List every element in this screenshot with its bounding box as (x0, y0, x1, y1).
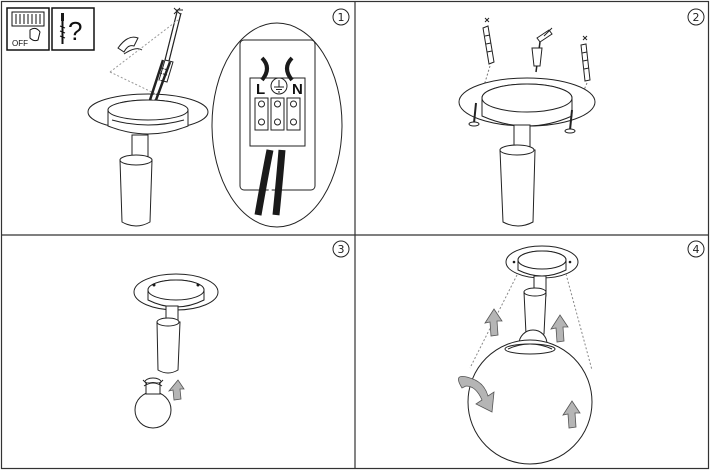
screw-icon (468, 102, 576, 134)
terminal-block-icon: L N (211, 22, 343, 228)
step-number-3: 3 (332, 240, 350, 258)
lamp-cables (148, 59, 172, 101)
step-number-2: 2 (687, 8, 705, 26)
step-number-4: 4 (687, 240, 705, 258)
rotate-arrow-icon (458, 375, 495, 413)
off-label: OFF (12, 39, 28, 48)
lamp-canopy-2 (458, 77, 596, 127)
terminal-wires (254, 56, 294, 216)
wall-plug-icon (475, 17, 591, 119)
spot-body (119, 134, 153, 227)
wire-stripper-icon (109, 19, 179, 97)
drill-bit-icon (531, 27, 553, 73)
screwdriver-icon (158, 7, 183, 83)
bulb-icon (134, 377, 172, 429)
step-1-panel: 1 OFF ? (6, 7, 350, 228)
spot-body-2 (499, 124, 536, 227)
question-mark: ? (68, 16, 82, 46)
neutral-label: N (292, 81, 303, 98)
globe-shade-icon (467, 339, 593, 465)
spot-body-3 (156, 305, 181, 374)
up-arrow-icon (167, 379, 185, 401)
step-2-panel: 2 (458, 8, 705, 227)
lamp-canopy-4 (505, 245, 579, 279)
earth-symbol-icon (270, 77, 288, 95)
step-number-2-text: 2 (693, 11, 700, 24)
step-number-1: 1 (332, 8, 350, 26)
drill-question-icon: ? (51, 7, 95, 51)
step-number-3-text: 3 (338, 243, 345, 256)
lamp-canopy-3 (133, 273, 219, 311)
step-3-panel: 3 (133, 240, 350, 429)
step-4-panel: 4 (458, 240, 705, 465)
lamp-canopy (87, 93, 209, 135)
breaker-off-icon: OFF (6, 7, 50, 51)
up-arrow-icon (484, 308, 581, 429)
step-number-1-text: 1 (338, 11, 345, 24)
live-label: L (256, 81, 265, 98)
step-number-4-text: 4 (693, 243, 700, 256)
